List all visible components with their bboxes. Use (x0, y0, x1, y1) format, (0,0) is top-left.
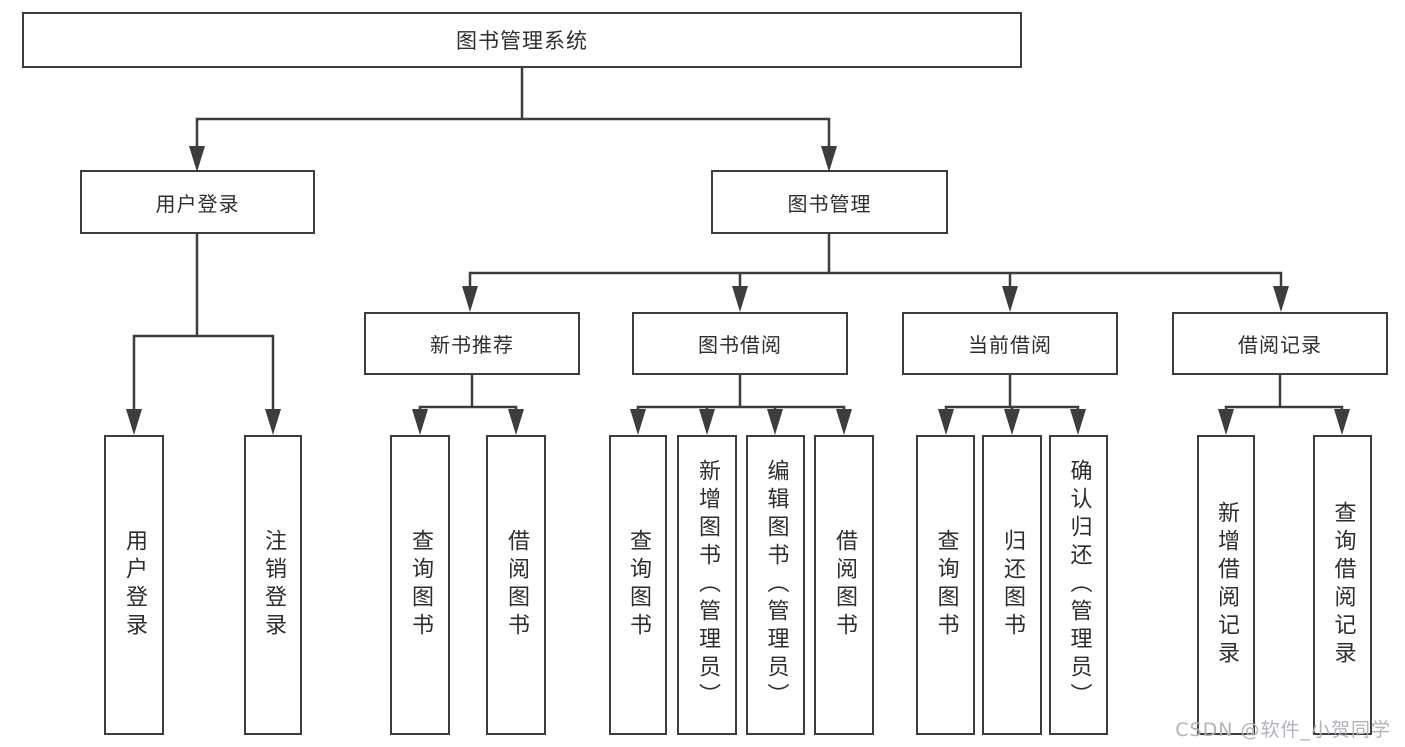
node-user-login-label: 用户登录 (155, 191, 240, 216)
node-book-management-label: 图书管理 (787, 191, 872, 216)
leaf-cu-return-books-label: 归还图书 (1000, 529, 1025, 641)
node-borrowing-records-label: 借阅记录 (1238, 333, 1322, 357)
node-current-borrowing-label: 当前借阅 (968, 333, 1052, 357)
leaf-bw-query-books-label: 查询图书 (626, 529, 651, 641)
node-book-borrowing: 图书借阅 (632, 312, 848, 375)
leaf-cu-confirm-return-admin: 确认归还（管理员） (1049, 435, 1108, 735)
watermark: CSDN @软件_小贺同学 (1175, 719, 1391, 741)
leaf-bw-add-books-admin: 新增图书（管理员） (677, 435, 737, 735)
leaf-cu-query-books: 查询图书 (916, 435, 975, 735)
leaf-bw-edit-books-admin-label: 编辑图书（管理员） (763, 459, 789, 711)
leaf-logout-label: 注销登录 (261, 529, 286, 641)
leaf-cu-query-books-label: 查询图书 (933, 529, 959, 641)
node-new-book-recommend: 新书推荐 (364, 312, 580, 375)
leaf-logout: 注销登录 (244, 435, 302, 735)
node-new-book-recommend-label: 新书推荐 (430, 333, 514, 357)
leaf-user-login-label: 用户登录 (122, 529, 147, 641)
leaf-nb-query-books-label: 查询图书 (408, 529, 433, 641)
leaf-nb-borrow-books: 借阅图书 (486, 435, 546, 735)
node-book-management-system: 图书管理系统 (22, 12, 1022, 68)
leaf-rc-add-record: 新增借阅记录 (1197, 435, 1255, 735)
leaf-cu-confirm-return-admin-label: 确认归还（管理员） (1066, 459, 1092, 711)
leaf-bw-query-books: 查询图书 (609, 435, 667, 735)
node-book-management-system-label: 图书管理系统 (456, 29, 588, 53)
node-borrowing-records: 借阅记录 (1172, 312, 1388, 375)
leaf-bw-borrow-books: 借阅图书 (814, 435, 874, 735)
leaf-user-login: 用户登录 (104, 435, 164, 735)
node-user-login: 用户登录 (80, 170, 315, 234)
node-book-borrowing-label: 图书借阅 (698, 333, 782, 357)
leaf-bw-edit-books-admin: 编辑图书（管理员） (746, 435, 805, 735)
leaf-bw-borrow-books-label: 借阅图书 (832, 529, 857, 641)
node-current-borrowing: 当前借阅 (902, 312, 1118, 375)
leaf-rc-add-record-label: 新增借阅记录 (1214, 501, 1239, 669)
leaf-cu-return-books: 归还图书 (982, 435, 1042, 735)
leaf-rc-query-record: 查询借阅记录 (1313, 435, 1372, 735)
node-book-management: 图书管理 (711, 170, 948, 234)
leaf-bw-add-books-admin-label: 新增图书（管理员） (695, 459, 720, 711)
leaf-nb-query-books: 查询图书 (390, 435, 450, 735)
leaf-nb-borrow-books-label: 借阅图书 (504, 529, 529, 641)
leaf-rc-query-record-label: 查询借阅记录 (1330, 501, 1356, 669)
